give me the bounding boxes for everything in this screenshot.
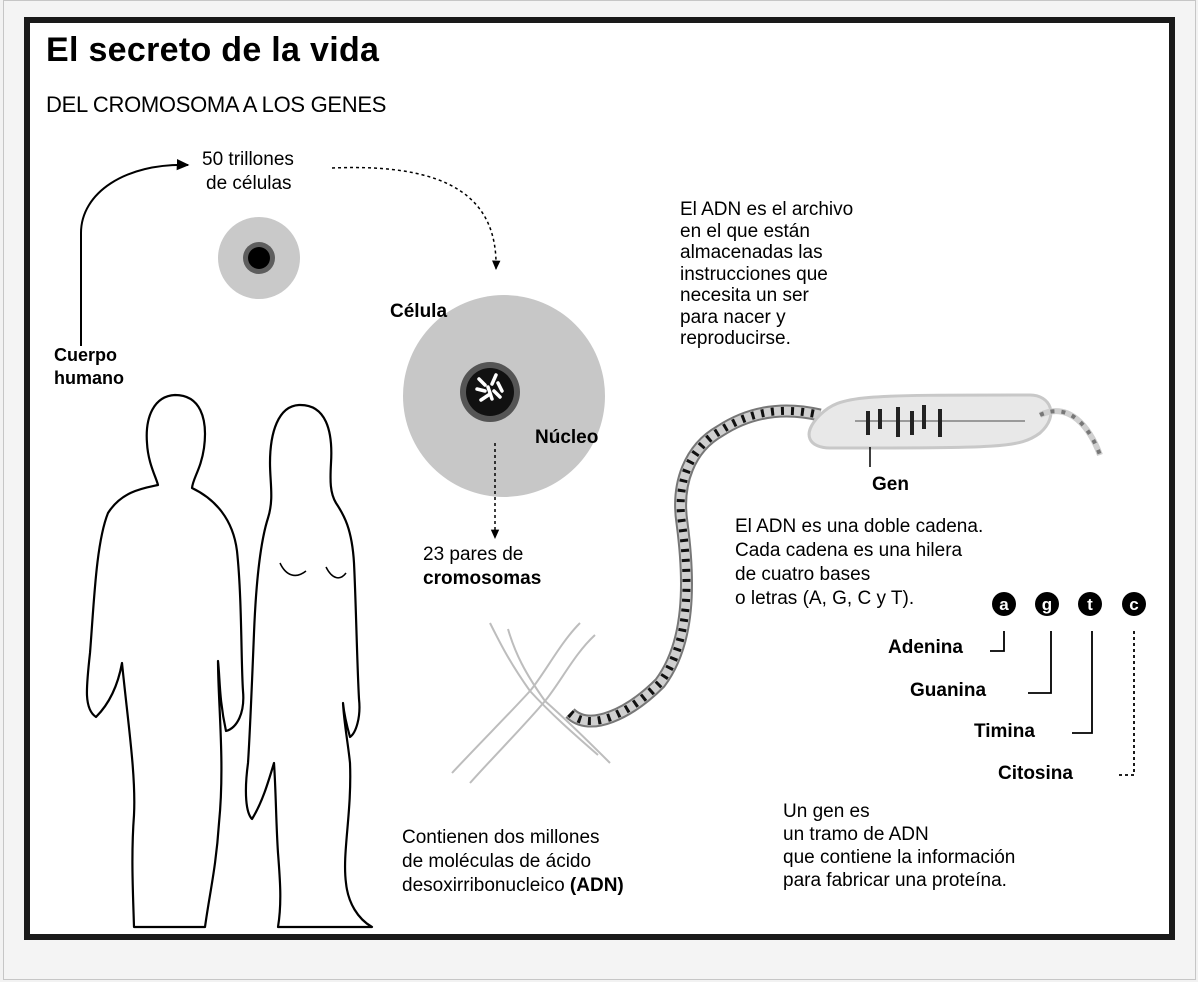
cells-to-cell-arrow [331, 166, 501, 271]
dna-helix-icon [565, 393, 1103, 728]
body-to-cells-arrow [80, 159, 190, 346]
base-circle-g-icon [1035, 592, 1059, 616]
base-circle-c-icon [1122, 592, 1146, 616]
adenine-label: Adenina [888, 637, 963, 658]
guanine-label: Guanina [910, 680, 987, 701]
page-title: El secreto de la vida [46, 31, 380, 69]
subtitle: DEL CROMOSOMA A LOS GENES [46, 92, 387, 117]
base-circle-t-icon [1078, 592, 1102, 616]
dna-molecules-text: Contienen dos millones de moléculas de á… [402, 826, 624, 898]
double-chain-text: El ADN es una doble cadena. Cada cadena … [735, 516, 984, 609]
base-circle-a-icon [992, 592, 1016, 616]
human-bodies-icon [85, 393, 374, 929]
dna-molecules-text-main: Contienen dos millones de moléculas de á… [402, 827, 600, 896]
gene-definition-text: Un gen es un tramo de ADN que contiene l… [783, 801, 1016, 891]
cell-label: Célula [390, 301, 448, 322]
nucleus-label: Núcleo [535, 427, 599, 448]
base-letter-c: c [1129, 595, 1138, 614]
base-circles: a g t c [992, 592, 1146, 616]
cell-icon [403, 295, 605, 497]
dna-archive-text: El ADN es el archivo en el que están alm… [680, 199, 854, 349]
gene-label: Gen [872, 474, 909, 495]
dna-molecules-text-bold: (ADN) [569, 875, 624, 896]
cells-count-label: 50 trillones de células [202, 149, 294, 194]
body-label: Cuerpo humano [54, 345, 124, 388]
thymine-label: Timina [974, 721, 1035, 742]
small-cell-icon [218, 217, 300, 299]
base-letter-a: a [999, 595, 1009, 614]
diagram-art: a g t c [80, 159, 1146, 929]
chromosome-pairs-label: 23 pares de cromosomas [423, 544, 542, 589]
cytosine-label: Citosina [998, 763, 1073, 784]
infographic-panel: a g t c El secreto de la vida DEL CROMOS… [24, 17, 1175, 940]
base-connector-lines [990, 631, 1135, 776]
base-letter-t: t [1087, 595, 1093, 614]
chromosome-icon [451, 622, 611, 784]
base-letter-g: g [1042, 595, 1052, 614]
